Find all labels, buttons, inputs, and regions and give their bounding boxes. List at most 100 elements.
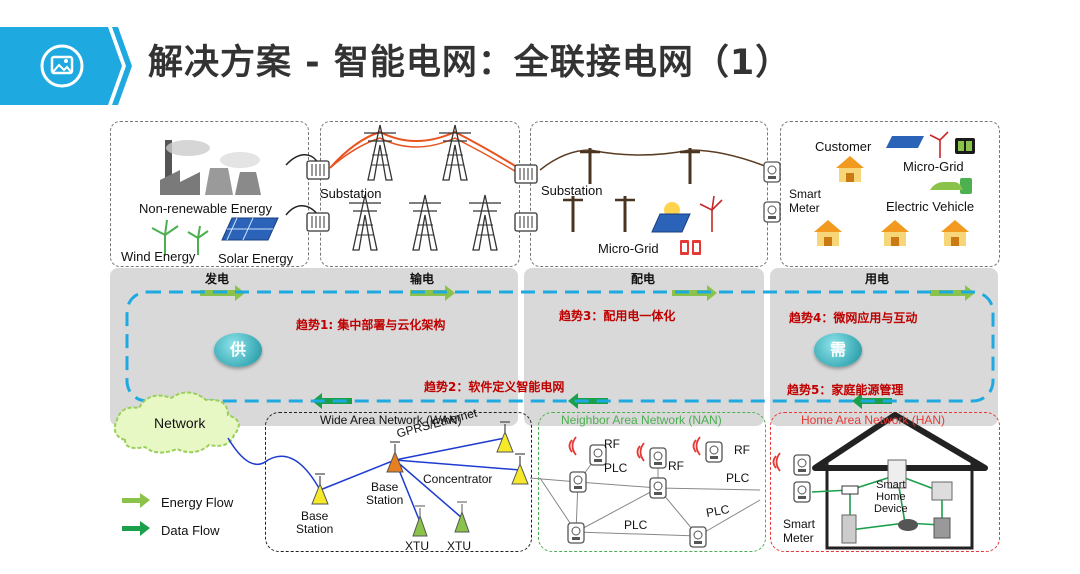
smart-meter-icon <box>649 477 667 499</box>
distribution-panel <box>530 121 768 267</box>
transmission-tower-icon <box>468 194 502 251</box>
substation-label: Substation <box>320 186 382 201</box>
smart-meter-icon <box>793 454 811 476</box>
base-station-icon <box>311 473 329 505</box>
smart-home-device-label: Smart Home Device <box>874 479 908 515</box>
smart-meter-icon <box>649 447 667 469</box>
smart-meter-label: Smart Meter <box>783 517 816 545</box>
network-cloud-icon <box>113 391 240 454</box>
transmission-tower-icon <box>363 124 397 181</box>
customer-label: Customer <box>815 139 872 154</box>
transformer-icon <box>514 164 538 184</box>
han-title: Home Area Network (HAN) <box>801 413 946 427</box>
smart-meter-icon <box>793 481 811 503</box>
micro-grid-label: Micro-Grid <box>903 159 964 174</box>
transmission-tower-icon <box>408 194 442 251</box>
rf-label: RF <box>668 459 684 473</box>
wan-panel <box>265 412 532 552</box>
wan-title: Wide Area Network (WAN) <box>320 413 462 427</box>
legend-energy-label: Energy Flow <box>161 495 234 510</box>
solar-energy-label: Solar Energy <box>218 251 294 266</box>
trend-1: 趋势1: 集中部署与云化架构 <box>296 318 446 332</box>
wind-turbine-icon <box>699 195 723 232</box>
smart-meter-label: Smart Meter <box>789 187 822 215</box>
legend-data-label: Data Flow <box>161 523 220 538</box>
page-title: 解决方案 - 智能电网：全联接电网（1） <box>148 43 792 83</box>
base-station-label: Base Station <box>366 480 404 507</box>
rf-label: RF <box>734 443 750 457</box>
trend-4: 趋势4：微网应用与互动 <box>789 311 918 325</box>
smart-meter-icon <box>705 441 723 463</box>
house-icon <box>814 220 842 246</box>
smart-meter-icon <box>763 161 781 183</box>
rf-signal-icon <box>568 436 577 456</box>
image-icon <box>40 44 84 88</box>
xtu-icon <box>412 505 428 537</box>
plc-label: PLC <box>726 471 750 485</box>
house-icon <box>941 220 969 246</box>
utility-pole-icon <box>561 194 585 234</box>
battery-icon <box>955 138 975 154</box>
nan-title: Neighbor Area Network (NAN) <box>561 413 722 427</box>
utility-pole-icon <box>613 194 637 234</box>
battery-icon <box>680 240 701 255</box>
solar-panel-icon <box>651 202 691 233</box>
trend-3: 趋势3：配用电一体化 <box>559 309 676 323</box>
transmission-tower-icon <box>438 124 472 181</box>
factory-icon <box>160 140 261 195</box>
network-label: Network <box>154 415 206 431</box>
micro-grid-label: Micro-Grid <box>598 241 659 256</box>
solar-panel-icon <box>221 217 279 241</box>
transformer-icon <box>306 212 330 232</box>
base-station-icon <box>386 441 404 473</box>
transmission-tower-icon <box>348 194 382 251</box>
rf-signal-icon <box>636 442 645 462</box>
base-station-label: Base Station <box>296 509 334 536</box>
house-icon <box>836 156 864 182</box>
wind-turbine-icon <box>151 219 209 255</box>
solar-panel-icon <box>886 136 924 148</box>
stage-distribution: 配电 <box>631 272 656 286</box>
smart-meter-icon <box>567 522 585 544</box>
header-banner <box>0 27 132 105</box>
stage-consumption: 用电 <box>865 272 890 286</box>
transformer-icon <box>514 212 538 232</box>
legend-data-arrow <box>122 521 150 536</box>
demand-bubble: 需 <box>814 333 862 367</box>
nan-panel <box>538 412 766 552</box>
smart-meter-icon <box>569 471 587 493</box>
non-renewable-label: Non-renewable Energy <box>139 201 272 216</box>
rf-label: RF <box>604 437 620 451</box>
concentrator-label: Concentrator <box>423 472 493 486</box>
electric-vehicle-icon <box>930 178 972 194</box>
trend-2: 趋势2：软件定义智能电网 <box>424 380 565 394</box>
han-panel <box>770 412 1000 552</box>
xtu-icon <box>454 501 470 533</box>
legend-energy-arrow <box>122 493 150 508</box>
utility-pole-icon <box>578 146 602 186</box>
process-loop <box>125 290 995 403</box>
rf-signal-icon <box>692 436 701 456</box>
house-icon <box>881 220 909 246</box>
stage-transmission: 输电 <box>410 272 435 286</box>
xtu-label: XTU <box>405 539 429 553</box>
rf-signal-icon <box>772 452 781 472</box>
antenna-icon <box>496 421 514 453</box>
wind-energy-label: Wind Energy <box>121 249 196 264</box>
wan-links <box>227 437 521 523</box>
electric-vehicle-label: Electric Vehicle <box>886 199 975 214</box>
substation-label: Substation <box>541 183 603 198</box>
stage-generation: 发电 <box>205 272 230 286</box>
xtu-label: XTU <box>447 539 471 553</box>
supply-bubble: 供 <box>214 333 262 367</box>
transformer-icon <box>306 160 330 180</box>
trend-5: 趋势5：家庭能源管理 <box>787 383 904 397</box>
wind-turbine-icon <box>929 131 949 158</box>
smart-meter-icon <box>689 526 707 548</box>
plc-label: PLC <box>624 518 648 532</box>
utility-pole-icon <box>678 146 702 186</box>
plc-label: PLC <box>604 461 628 475</box>
smart-meter-icon <box>763 201 781 223</box>
smart-home-icon <box>811 412 988 550</box>
